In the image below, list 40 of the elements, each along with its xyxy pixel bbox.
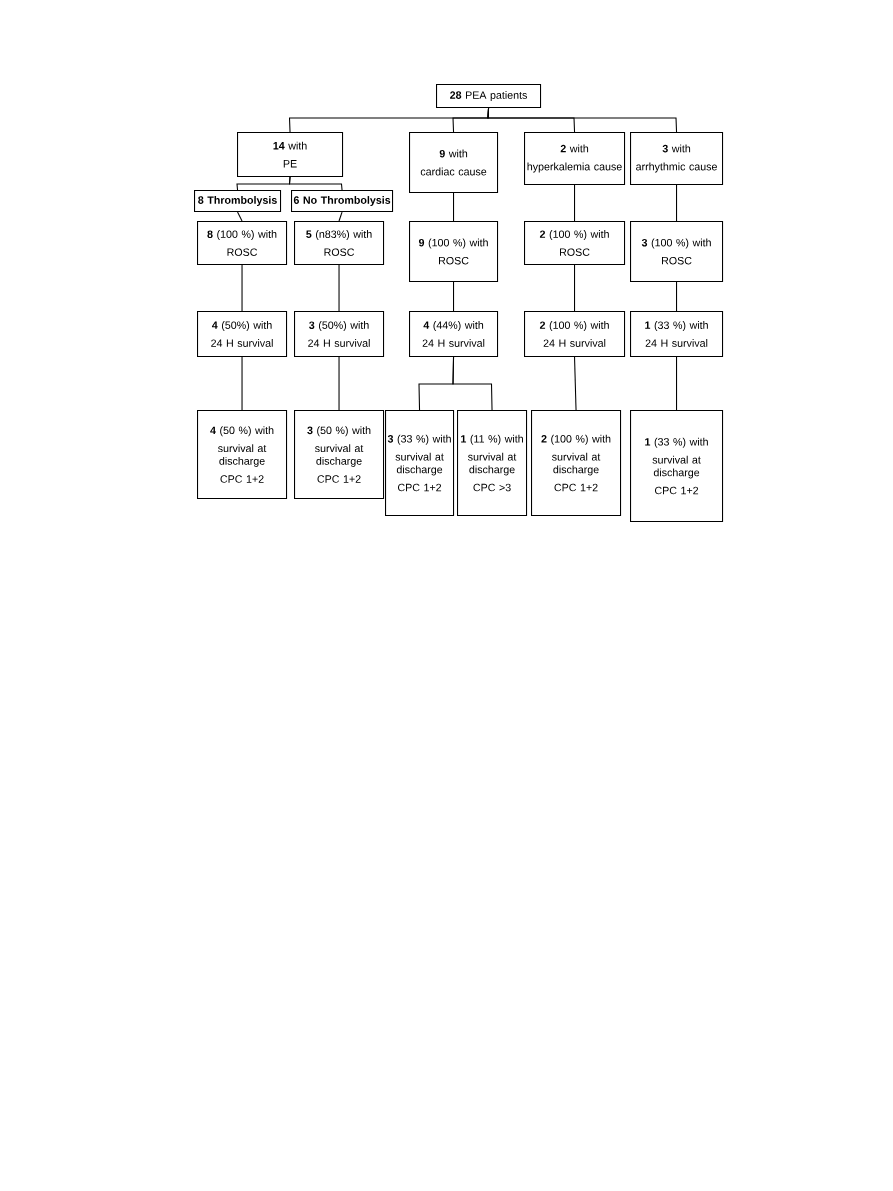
connector-line bbox=[453, 192, 455, 222]
count-box: 3 (50 %) with survival at discharge CPC 1+2 bbox=[294, 410, 385, 500]
count-box: 2 (100 %) with survival at discharge CPC 1+2 bbox=[531, 410, 622, 517]
count-box: 9 with cardiac cause bbox=[409, 132, 499, 194]
connector-line bbox=[574, 356, 577, 411]
count-box: 14 with PE bbox=[237, 132, 344, 178]
count-box: 8 Thrombolysis bbox=[194, 190, 282, 213]
count-box: 6 No Thrombolysis bbox=[291, 190, 394, 213]
count-box: 2 (100 %) with 24 H survival bbox=[524, 311, 626, 358]
connector-line bbox=[241, 264, 243, 312]
count-box: 9 (100 %) with ROSC bbox=[409, 221, 499, 283]
count-box: 3 with arrhythmic cause bbox=[630, 132, 724, 186]
count-box: 4 (50 %) with survival at discharge CPC 1+2 bbox=[197, 410, 288, 500]
connector-line bbox=[453, 281, 455, 312]
connector-line bbox=[338, 211, 343, 222]
count-box: 8 (100 %) with ROSC bbox=[197, 221, 288, 266]
count-box: 5 (n83%) with ROSC bbox=[294, 221, 385, 266]
count-box: 2 (100 %) with ROSC bbox=[524, 221, 626, 266]
count-box: 1 (33 %) with survival at discharge CPC 1+2 bbox=[630, 410, 724, 523]
connector-line bbox=[676, 184, 678, 222]
connector-line bbox=[338, 264, 340, 312]
connector-line bbox=[338, 356, 340, 411]
count-box: 4 (50%) with 24 H survival bbox=[197, 311, 288, 358]
connector-line bbox=[241, 356, 243, 411]
connector-line bbox=[237, 211, 243, 222]
connector-line bbox=[288, 176, 343, 191]
count-box: 28 PEA patients bbox=[436, 84, 542, 109]
connector-line bbox=[487, 107, 678, 133]
connector-line bbox=[676, 281, 678, 312]
connector-line bbox=[452, 356, 493, 411]
connector-line bbox=[676, 356, 678, 411]
count-box: 1 (11 %) with survival at discharge CPC >3 bbox=[457, 410, 528, 517]
count-box: 1 (33 %) with 24 H survival bbox=[630, 311, 724, 358]
connector-line bbox=[574, 184, 576, 222]
count-box: 4 (44%) with 24 H survival bbox=[409, 311, 499, 358]
connector-line bbox=[574, 264, 576, 312]
count-box: 3 (50%) with 24 H survival bbox=[294, 311, 385, 358]
count-box: 2 with hyperkalemia cause bbox=[524, 132, 626, 186]
count-box: 3 (100 %) with ROSC bbox=[630, 221, 724, 283]
count-box: 3 (33 %) with survival at discharge CPC 1+2 bbox=[385, 410, 455, 517]
